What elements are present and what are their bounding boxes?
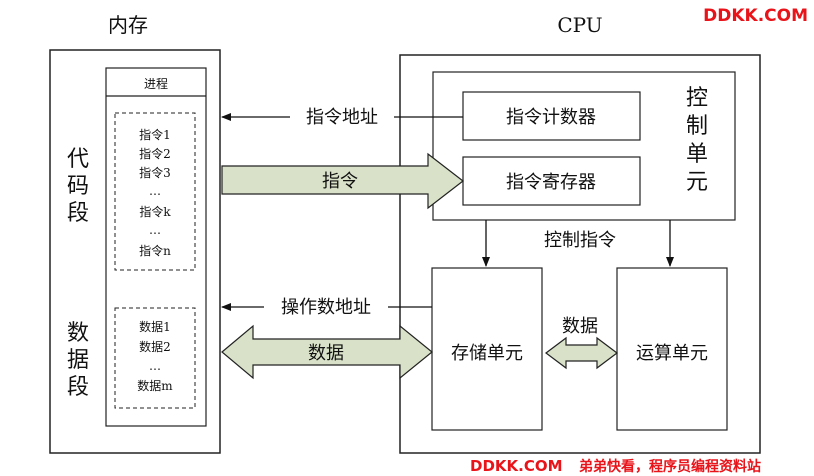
instruction-item: 指令3 — [139, 165, 171, 180]
data-segment-char: 数 — [67, 321, 89, 346]
alu-label: 运算单元 — [636, 343, 708, 364]
watermark-bottom-text: 弟弟快看，程序员编程资料站 — [579, 458, 761, 475]
data-item: 数据2 — [139, 339, 171, 354]
data-dashed-box — [114, 307, 196, 409]
operand-address-label: 操作数地址 — [281, 297, 371, 318]
instruction-item: 指令n — [139, 243, 171, 258]
instruction-list: 指令1 指令2 指令3 … 指令k … 指令n — [139, 127, 171, 258]
data-segment-label: 数 据 段 — [67, 321, 89, 400]
data-segment-char: 据 — [67, 348, 89, 373]
instruction-ellipsis: … — [149, 223, 161, 237]
internal-data-label: 数据 — [562, 316, 598, 337]
program-counter-box — [462, 91, 641, 141]
storage-unit-label: 存储单元 — [451, 343, 523, 364]
instruction-item: 指令1 — [139, 127, 171, 142]
cpu-title: CPU — [557, 13, 602, 37]
instruction-fat-arrow — [221, 152, 464, 210]
memory-title: 内存 — [108, 13, 148, 37]
instruction-address-label-bg — [290, 102, 394, 130]
control-unit-label: 控 制 单 元 — [686, 86, 708, 195]
data-list: 数据1 数据2 … 数据m — [137, 319, 173, 393]
data-double-arrow — [221, 324, 433, 380]
instructions-dashed-box — [114, 112, 196, 271]
program-counter-label: 指令计数器 — [506, 107, 596, 128]
data-item: 数据m — [137, 378, 173, 393]
control-unit-char: 单 — [686, 142, 708, 167]
alu-box — [616, 267, 728, 431]
instruction-register-label: 指令寄存器 — [506, 172, 596, 193]
process-box — [105, 67, 207, 427]
instruction-label: 指令 — [322, 171, 358, 192]
data-connection-label: 数据 — [308, 343, 344, 364]
instruction-item: 指令2 — [139, 146, 171, 161]
watermark-bottom-site: DDKK.COM — [470, 457, 563, 475]
operand-address-label-bg — [264, 292, 388, 320]
storage-unit-box — [431, 267, 543, 431]
control-signal-label: 控制指令 — [544, 230, 616, 251]
instruction-register-box — [462, 156, 641, 206]
data-ellipsis: … — [149, 359, 161, 373]
code-segment-label: 代 码 段 — [67, 147, 89, 226]
process-label: 进程 — [144, 76, 168, 91]
internal-data-double-arrow — [545, 336, 618, 370]
data-segment-char: 段 — [67, 375, 89, 400]
code-segment-char: 段 — [67, 201, 89, 226]
watermark-top: DDKK.COM — [703, 6, 808, 26]
instruction-item: 指令k — [139, 204, 171, 219]
control-unit-char: 控 — [686, 86, 708, 111]
control-unit-char: 制 — [686, 114, 708, 139]
control-unit-char: 元 — [686, 170, 708, 195]
code-segment-char: 码 — [67, 174, 89, 199]
code-segment-char: 代 — [67, 147, 89, 172]
instruction-address-label: 指令地址 — [306, 107, 378, 128]
instruction-ellipsis: … — [149, 184, 161, 198]
data-item: 数据1 — [139, 319, 171, 334]
